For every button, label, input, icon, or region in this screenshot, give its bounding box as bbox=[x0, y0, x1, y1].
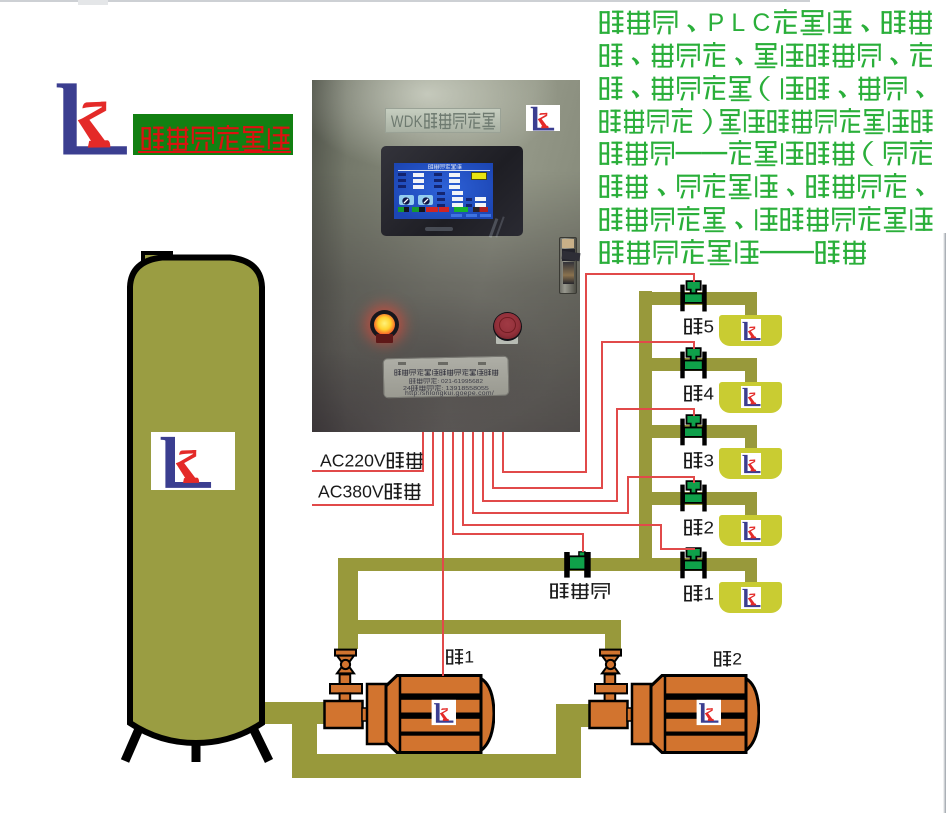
svg-text:4: 4 bbox=[704, 384, 714, 403]
svg-text:: 021-61995682: : 021-61995682 bbox=[437, 378, 483, 384]
svg-text:24: 24 bbox=[403, 386, 411, 392]
svg-text:: 13918558055: : 13918558055 bbox=[442, 386, 489, 392]
svg-text:2: 2 bbox=[704, 518, 714, 537]
svg-text:AC380V: AC380V bbox=[318, 482, 384, 501]
svg-text:2: 2 bbox=[732, 651, 742, 669]
svg-text:3: 3 bbox=[704, 451, 714, 470]
svg-text:1: 1 bbox=[465, 648, 475, 666]
svg-text:1: 1 bbox=[704, 585, 714, 604]
svg-text:5: 5 bbox=[704, 317, 714, 336]
svg-text:WDK: WDK bbox=[391, 112, 423, 130]
svg-text:PLC: PLC bbox=[708, 10, 771, 36]
svg-text:AC220V: AC220V bbox=[320, 451, 386, 470]
